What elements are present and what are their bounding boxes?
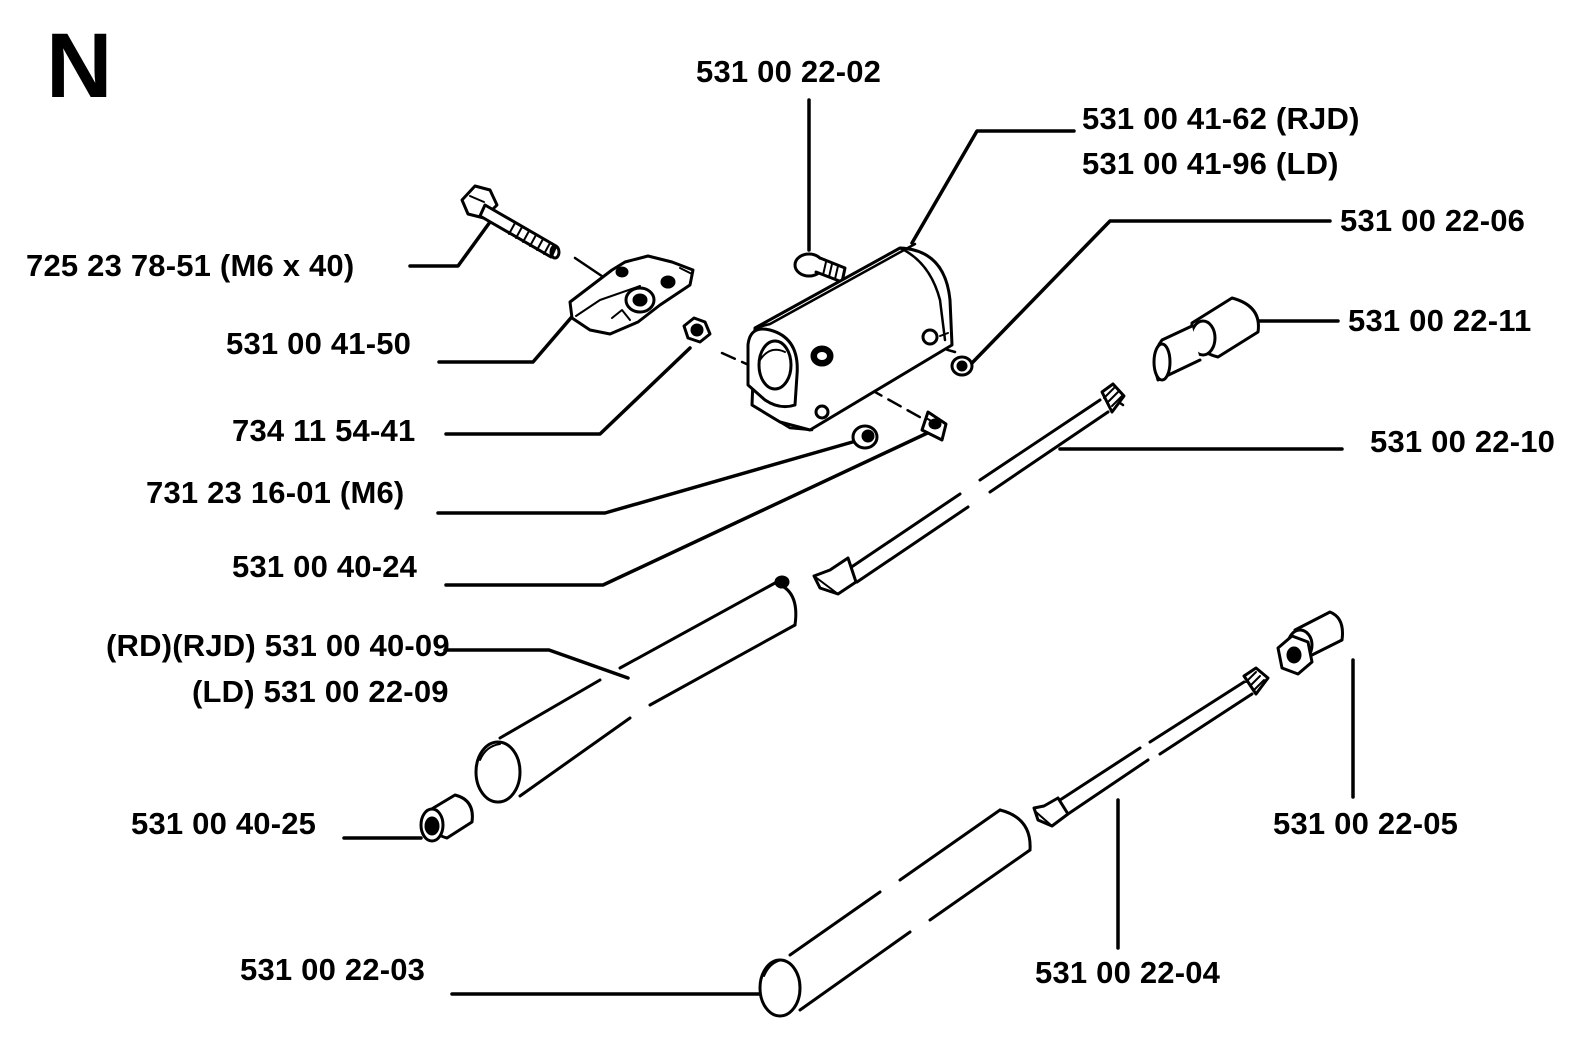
label-531-00-22-05: 531 00 22-05	[1273, 806, 1459, 841]
leader-16-01	[436, 439, 858, 515]
lower-shaft-part	[1032, 666, 1270, 828]
nut-part	[682, 316, 712, 344]
leader-22-06	[970, 219, 1332, 365]
label-531-00-22-10: 531 00 22-10	[1370, 424, 1556, 459]
label-725-23-78-51: 725 23 78-51 (M6 x 40)	[26, 248, 355, 283]
setscrew-part	[920, 410, 948, 442]
leader-lines	[342, 98, 1355, 996]
label-531-00-22-04: 531 00 22-04	[1035, 955, 1221, 990]
label-531-00-22-06: 531 00 22-06	[1340, 203, 1526, 238]
label-531-00-41-50: 531 00 41-50	[226, 326, 412, 361]
label-531-00-41-96: 531 00 41-96 (LD)	[1082, 146, 1339, 181]
label-531-00-22-03: 531 00 22-03	[240, 952, 426, 987]
bushing-top-part	[1152, 296, 1260, 382]
leader-40-09	[443, 648, 630, 680]
label-734-11-54-41: 734 11 54-41	[232, 413, 416, 448]
leader-41-62	[910, 129, 1076, 245]
upper-shaft-part	[812, 382, 1126, 596]
label-531-00-40-25: 531 00 40-25	[131, 806, 317, 841]
label-531-00-22-11: 531 00 22-11	[1348, 303, 1532, 338]
bolt-part	[460, 184, 561, 260]
label-531-00-41-62: 531 00 41-62 (RJD)	[1082, 101, 1360, 136]
leader-78-51	[408, 220, 492, 268]
label-531-00-22-02: 531 00 22-02	[696, 54, 882, 89]
clamp-part	[568, 254, 695, 336]
leader-40-24	[444, 427, 938, 587]
label-531-00-22-09: (LD) 531 00 22-09	[192, 674, 449, 709]
lower-tube-part	[758, 808, 1032, 1018]
label-731-23-16-01: 731 23 16-01 (M6)	[146, 475, 405, 510]
section-letter: N	[46, 15, 113, 117]
screw-top-part	[793, 252, 847, 284]
label-531-00-40-24: 531 00 40-24	[232, 549, 418, 584]
upper-tube-part	[474, 575, 798, 804]
small-nut-part	[851, 424, 879, 450]
end-plug-part	[419, 793, 474, 843]
washer-part	[950, 355, 974, 377]
leader-41-50	[437, 310, 578, 364]
housing-part	[746, 242, 954, 432]
label-531-00-40-09: (RD)(RJD) 531 00 40-09	[106, 628, 450, 663]
leader-54-41	[444, 346, 692, 436]
bushing-bottom-part	[1276, 610, 1344, 676]
